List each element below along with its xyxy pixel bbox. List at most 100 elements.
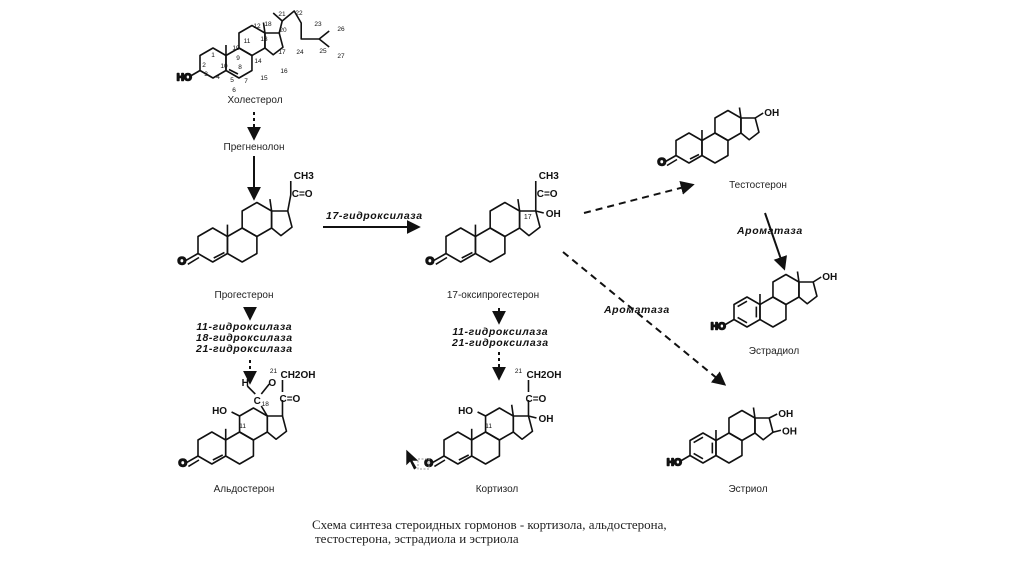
methyl-18 xyxy=(752,407,756,419)
ch3-label: CH3 xyxy=(539,171,559,182)
double-bond xyxy=(689,153,700,160)
enzyme-21-hydroxylase-label: 21-гидроксилаза xyxy=(196,343,293,355)
atom-number: 22 xyxy=(295,10,303,17)
atom-number: 9 xyxy=(236,55,240,62)
ring-a xyxy=(675,132,703,164)
enzyme-aromatase-label: Ароматаза xyxy=(737,225,803,237)
hydroxyl-label: OH xyxy=(822,272,837,283)
testosterone-label: Тестостерон xyxy=(729,180,787,191)
carbonyl-bond xyxy=(186,455,199,464)
methyl-18 xyxy=(269,198,273,212)
oxyprogesterone-structure: O xyxy=(425,181,544,268)
hydroxyl-label: HO xyxy=(177,72,192,83)
ring-d xyxy=(266,415,288,441)
double-bond xyxy=(212,454,224,461)
oxyprogesterone-label: 17-оксипрогестерон xyxy=(446,290,540,301)
atom-number: 21 xyxy=(278,11,286,18)
mouse-cursor-icon xyxy=(405,448,430,471)
atom-number: 17 xyxy=(524,214,532,221)
hydrogen-label: H xyxy=(242,378,249,389)
atom-number: 14 xyxy=(254,58,262,65)
aldehyde-bond xyxy=(260,405,268,417)
estriol-label: Эстриол xyxy=(728,484,768,495)
ch2oh-label: CH2OH xyxy=(526,370,561,381)
progesterone-label: Прогестерон xyxy=(214,290,274,301)
carbonyl-bond xyxy=(435,256,448,265)
hydroxyl-label: OH xyxy=(538,414,553,425)
ring-a xyxy=(443,431,473,465)
ring-c xyxy=(241,201,273,238)
atom-number: 2 xyxy=(202,62,206,69)
carbonyl-label: C=O xyxy=(279,394,300,405)
enzyme-aromatase-label: Ароматаза xyxy=(604,304,670,316)
hydroxyl-bond xyxy=(528,415,537,419)
figure-caption: Схема синтеза стероидных гормонов - корт… xyxy=(312,518,667,546)
enzyme-17-hydroxylase-label: 17-гидроксилаза xyxy=(326,210,423,222)
side-chain xyxy=(318,38,330,48)
atom-number: 4 xyxy=(216,74,220,81)
carbonyl-bond xyxy=(665,154,677,163)
aldosterone-structure: O xyxy=(178,380,288,470)
aldehyde-bond xyxy=(260,383,270,395)
enzyme-18-hydroxylase-label: 18-гидроксилаза xyxy=(196,332,293,344)
atom-number: 21 xyxy=(270,368,278,375)
ring-d xyxy=(512,415,534,441)
double-bond xyxy=(213,251,225,259)
enzyme-aldosterone-group: 11-гидроксилаза 18-гидроксилаза 21-гидро… xyxy=(196,322,293,355)
ring-c xyxy=(714,109,742,142)
aromatic-bond xyxy=(693,452,704,460)
oxygen-label: O xyxy=(657,156,666,168)
methyl-18 xyxy=(517,198,521,212)
atom-number: 19 xyxy=(232,45,240,52)
testosterone-structure: O xyxy=(657,107,764,169)
carbonyl-bond xyxy=(433,459,446,468)
cholesterol-structure: HO xyxy=(176,10,330,84)
acetyl-bond xyxy=(286,194,292,212)
ring-a xyxy=(445,227,477,263)
hydroxyl-bond xyxy=(772,429,782,434)
atom-number: 11 xyxy=(485,423,492,430)
aldosterone-label: Альдостерон xyxy=(213,484,275,495)
aromatic-bond xyxy=(737,300,748,308)
atom-number: 16 xyxy=(280,68,288,75)
atom-number: 12 xyxy=(253,23,261,30)
hydroxyl-bond xyxy=(768,413,778,419)
estradiol-structure: HO xyxy=(710,271,822,333)
ring-d xyxy=(518,210,541,237)
hydroxyl-label: HO xyxy=(212,406,227,417)
atom-number: 24 xyxy=(296,49,304,56)
ring-c xyxy=(489,201,521,238)
atom-number: 1 xyxy=(211,52,215,59)
atom-number: 6 xyxy=(232,87,236,94)
atom-number: 21 xyxy=(515,368,523,375)
hydroxyl-bond xyxy=(724,318,735,326)
carbonyl-bond xyxy=(666,158,678,167)
hydroxyl-label: HO xyxy=(711,321,726,332)
carbonyl-label: C=O xyxy=(292,189,313,200)
oxygen-label: O xyxy=(426,256,435,268)
ring-d xyxy=(264,32,284,56)
cortisol-structure: O xyxy=(424,380,537,470)
ring-a xyxy=(197,431,227,465)
enzyme-11-hydroxylase-label: 11-гидроксилаза xyxy=(452,326,549,338)
hydroxyl-label: HO xyxy=(458,406,473,417)
ring-c xyxy=(772,273,800,306)
progesterone-structure: O xyxy=(177,181,293,268)
double-bond xyxy=(461,251,473,259)
atom-number: 17 xyxy=(278,49,286,56)
hydroxyl-label: OH xyxy=(782,426,797,437)
ring-c xyxy=(728,409,756,442)
hydroxyl-bond xyxy=(477,411,486,417)
arrow-oxyprogesterone-to-testosterone xyxy=(583,181,695,214)
hydroxyl-label: OH xyxy=(778,409,793,420)
carbonyl-label: C=O xyxy=(525,394,546,405)
atom-number: 7 xyxy=(244,78,248,85)
atom-number: 8 xyxy=(238,64,242,71)
hydroxyl-label: OH xyxy=(764,108,779,119)
aromatic-bond xyxy=(693,436,704,444)
methyl-18 xyxy=(510,404,515,417)
atom-number: 26 xyxy=(337,26,345,33)
hydroxyl-label: HO xyxy=(667,457,682,468)
hydroxyl-bond xyxy=(754,112,764,119)
